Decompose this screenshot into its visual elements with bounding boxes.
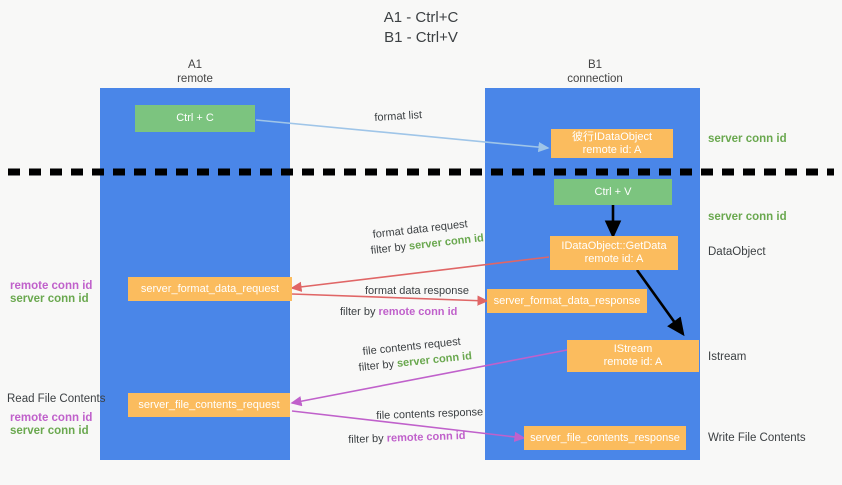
edge-label-format-list: format list <box>374 109 423 124</box>
node-idataobject-getdata[interactable]: IDataObject::GetData remote id: A <box>550 236 678 270</box>
node-server-format-data-request[interactable]: server_format_data_request <box>128 277 292 301</box>
column-header-b1: B1 connection <box>567 59 623 85</box>
node-ctrl-v[interactable]: Ctrl + V <box>554 179 672 205</box>
left-label-server-conn-id-2: server conn id <box>10 425 89 437</box>
edge-label-file-contents-response-line1: file contents response <box>376 406 484 422</box>
node-server-file-contents-request[interactable]: server_file_contents_request <box>128 393 290 417</box>
node-istream[interactable]: IStream remote id: A <box>567 340 699 372</box>
filter-by-text: filter by <box>348 432 387 446</box>
node-dataobject-create[interactable]: 彼行IDataObject remote id: A <box>551 129 673 158</box>
edge-label-file-contents-response-line2: filter by remote conn id <box>348 429 466 447</box>
right-label-write-file-contents: Write File Contents <box>708 432 806 444</box>
remote-conn-id-token: remote conn id <box>378 306 458 318</box>
right-label-server-conn-id-top: server conn id <box>708 133 787 145</box>
left-label-remote-conn-id-2: remote conn id <box>10 412 93 424</box>
filter-by-text: filter by <box>370 240 410 257</box>
page-title: A1 - Ctrl+C B1 - Ctrl+V <box>383 9 459 46</box>
remote-conn-id-token: remote conn id <box>386 429 466 445</box>
right-label-istream: Istream <box>708 351 747 363</box>
node-server-file-contents-response[interactable]: server_file_contents_response <box>524 426 686 450</box>
column-header-a1: A1 remote <box>177 59 213 85</box>
node-ctrl-c[interactable]: Ctrl + C <box>135 105 255 132</box>
edge-label-format-data-response-line2: filter by remote conn id <box>340 305 457 319</box>
filter-by-text: filter by <box>358 357 398 374</box>
right-label-dataobject: DataObject <box>708 246 766 258</box>
right-label-server-conn-id-mid: server conn id <box>708 211 787 223</box>
filter-by-text: filter by <box>340 306 379 318</box>
node-server-format-data-response[interactable]: server_format_data_response <box>487 289 647 313</box>
left-label-server-conn-id-1: server conn id <box>10 293 89 305</box>
left-label-remote-conn-id-1: remote conn id <box>10 280 93 292</box>
left-label-read-file-contents: Read File Contents <box>7 393 106 405</box>
edge-label-format-data-response-line1: format data response <box>365 285 469 297</box>
